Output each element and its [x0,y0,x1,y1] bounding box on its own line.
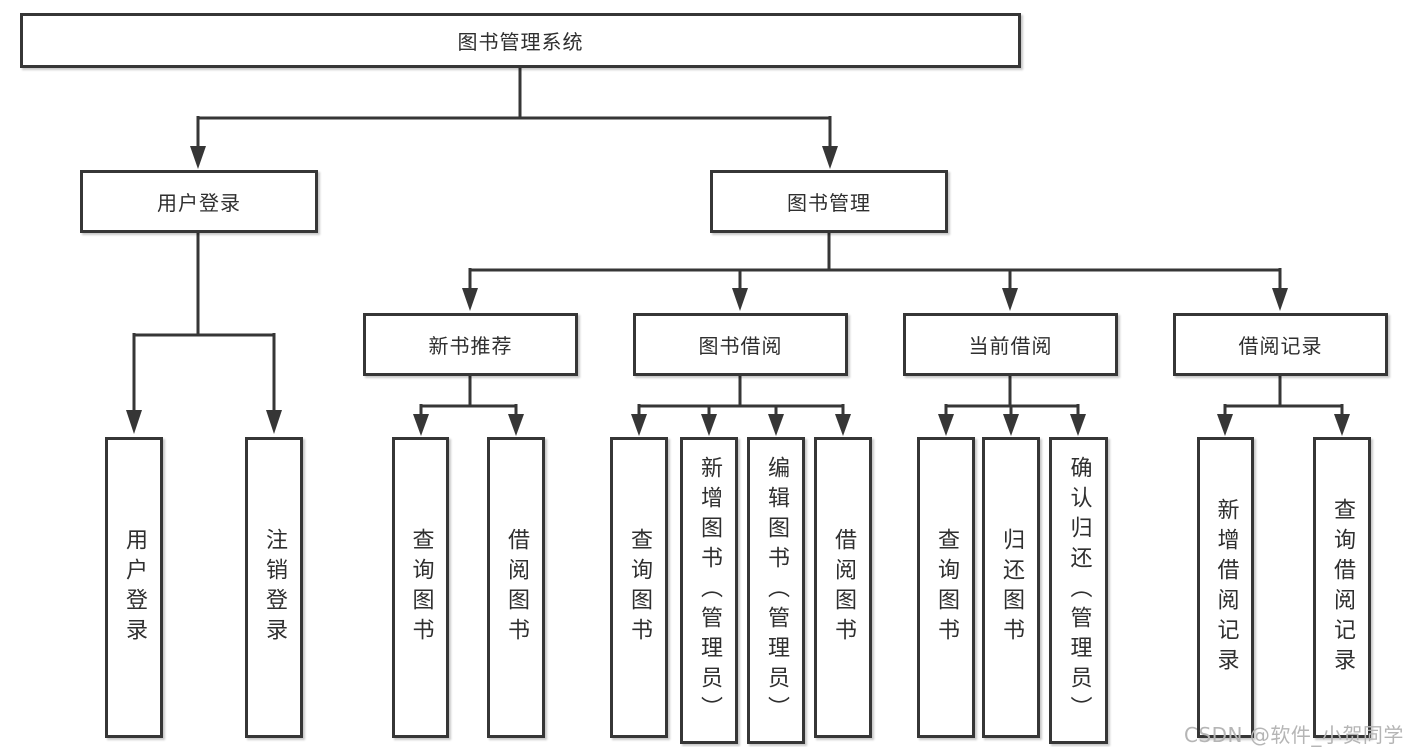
connector-book-borrowing-children [631,373,851,436]
arrowhead [732,288,748,311]
leaf-logout-login: 注销登录 [245,437,303,738]
leaf-add-borrowing-record: 新增借阅记录 [1197,437,1254,738]
connector-user-login-children [126,231,282,434]
connector-book-management-children [462,231,1288,311]
arrowhead [701,414,717,436]
connector-new-book-recommendation-children [413,373,524,436]
leaf-add-books-admin: 新增图书（管理员） [680,437,738,744]
node-user-login: 用户登录 [80,170,318,233]
arrowhead [1003,414,1019,436]
arrowhead [413,414,429,436]
arrowhead [768,414,784,436]
leaf-query-books-current: 查询图书 [917,437,975,738]
connector-current-borrowing-children [938,373,1086,436]
connector-borrowing-records-children [1217,373,1350,436]
leaf-confirm-return-admin: 确认归还（管理员） [1049,437,1108,744]
leaf-query-borrowing-record: 查询借阅记录 [1313,437,1371,738]
leaf-borrow-books-recommend: 借阅图书 [487,437,545,738]
node-new-book-recommendation: 新书推荐 [363,313,578,376]
arrowhead [266,410,282,434]
arrowhead [835,414,851,436]
arrowhead [1070,414,1086,436]
arrowhead [631,414,647,436]
node-current-borrowing: 当前借阅 [903,313,1118,376]
node-book-borrowing: 图书借阅 [633,313,848,376]
leaf-user-login: 用户登录 [105,437,163,738]
arrowhead [938,414,954,436]
arrowhead [126,410,142,434]
arrowhead [822,146,838,169]
connector-root-to-level2 [190,68,838,169]
arrowhead [190,146,206,169]
csdn-watermark: CSDN @软件_小贺同学 [1184,723,1404,747]
leaf-query-books-recommend: 查询图书 [392,437,449,738]
leaf-edit-books-admin: 编辑图书（管理员） [747,437,805,744]
arrowhead [462,288,478,311]
arrowhead [508,414,524,436]
arrowhead [1217,414,1233,436]
node-book-management: 图书管理 [710,170,948,233]
arrowhead [1334,414,1350,436]
node-library-management-system: 图书管理系统 [20,13,1021,68]
leaf-borrow-books-borrowing: 借阅图书 [814,437,872,738]
node-borrowing-records: 借阅记录 [1173,313,1388,376]
leaf-return-books: 归还图书 [982,437,1040,738]
arrowhead [1272,288,1288,311]
leaf-query-books-borrowing: 查询图书 [610,437,668,738]
arrowhead [1002,288,1018,311]
